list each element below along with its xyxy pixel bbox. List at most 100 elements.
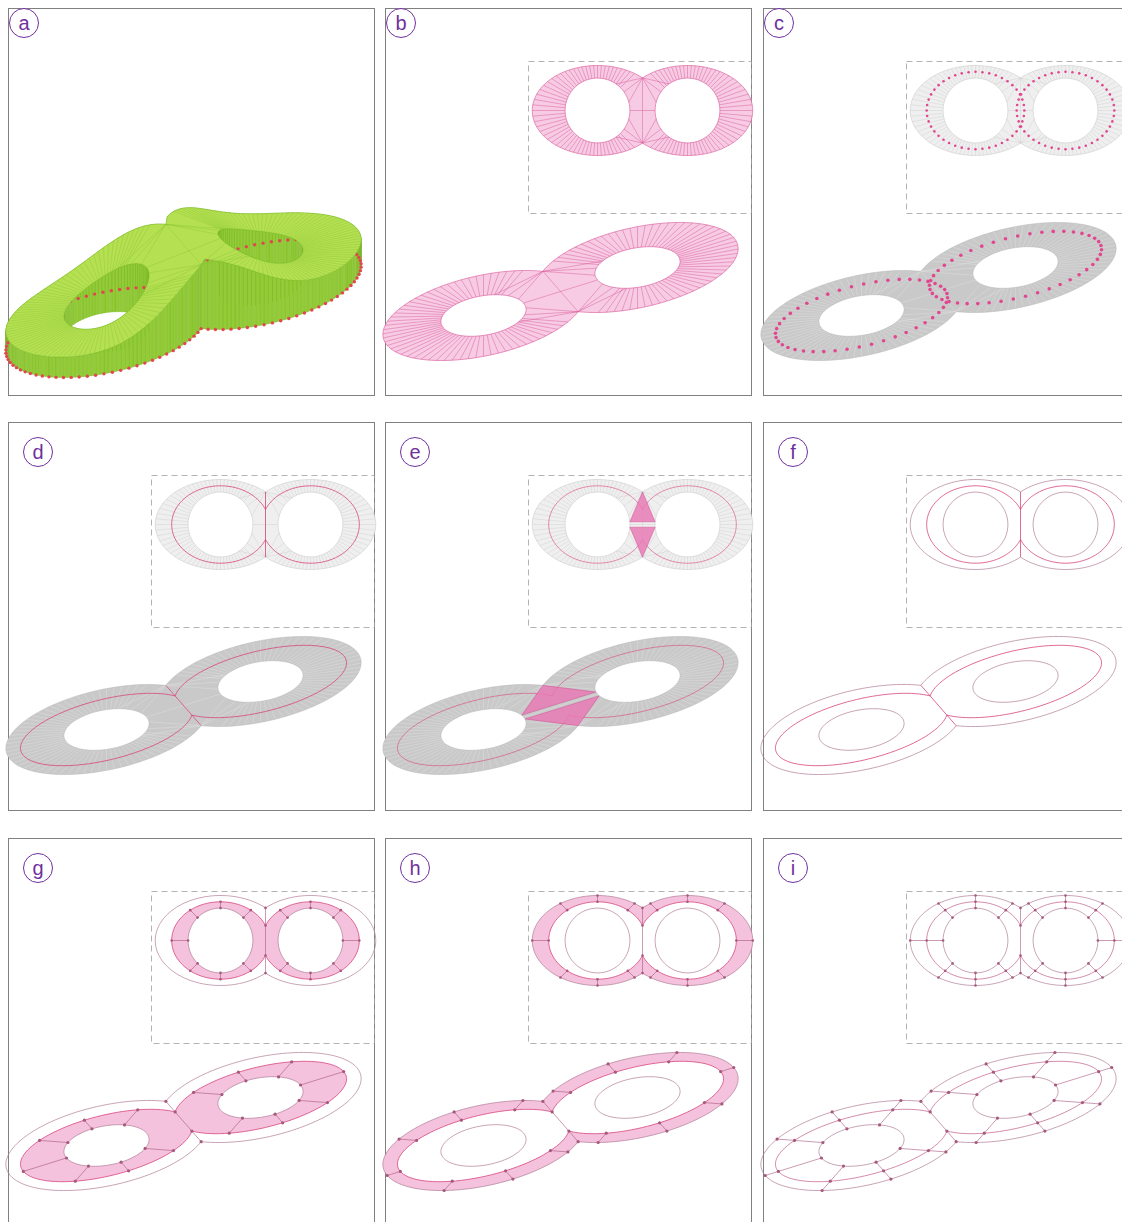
medial-point <box>965 302 969 306</box>
mesh-line-group <box>761 222 1116 360</box>
surface-wall <box>33 354 36 375</box>
mesh-line <box>581 658 610 670</box>
medial-point <box>931 292 935 296</box>
surface-grid-line <box>293 218 337 239</box>
mesh-line <box>959 244 988 256</box>
inset-frame <box>907 476 1122 628</box>
mesh-line <box>1086 135 1098 149</box>
mesh-line <box>1050 229 1098 251</box>
medial-point <box>936 269 940 273</box>
mesh-line <box>1056 269 1105 270</box>
support-point <box>214 328 217 331</box>
mesh-line <box>708 549 720 563</box>
mesh-line <box>175 492 194 505</box>
mesh-line <box>684 143 685 156</box>
mesh-line <box>483 275 484 296</box>
mesh-line <box>869 272 877 295</box>
mesh-line <box>407 747 451 770</box>
mesh-line <box>951 69 959 83</box>
surface-grid-line <box>23 304 68 306</box>
mesh-line <box>302 659 360 672</box>
mesh-line <box>427 706 456 718</box>
mesh-line <box>565 486 577 500</box>
mesh-line <box>956 284 980 312</box>
support-point <box>359 269 362 272</box>
medial-point <box>927 120 930 123</box>
surface-wall <box>285 279 289 319</box>
surface-wall <box>272 233 275 264</box>
mesh-line <box>769 329 823 348</box>
surface-wall <box>83 288 86 319</box>
mesh-line <box>896 312 956 322</box>
mesh-line <box>978 143 979 156</box>
mesh-line <box>663 69 671 83</box>
surface-grid-line <box>266 213 272 232</box>
surface-grid-line <box>276 263 292 280</box>
mesh-line <box>630 288 634 310</box>
support-point <box>19 368 22 371</box>
surface-wall <box>235 265 239 329</box>
mesh-line <box>943 72 955 86</box>
support-point <box>278 239 281 242</box>
medial-point <box>796 306 800 310</box>
medial-point <box>930 93 933 96</box>
mesh-line <box>468 750 476 773</box>
mesh-line <box>491 748 499 767</box>
surface-grid-line <box>99 251 103 276</box>
surface-grid-line <box>25 327 72 352</box>
support-point <box>135 364 138 367</box>
mesh-line <box>201 698 225 726</box>
mesh-line <box>680 142 682 155</box>
grid-point <box>309 901 312 904</box>
surface-grid-line <box>75 269 91 285</box>
panel <box>761 423 1122 811</box>
surface-grid-line <box>243 214 252 231</box>
surface-wall <box>208 259 212 329</box>
medial-point <box>926 115 929 118</box>
outline <box>6 636 361 774</box>
inset-frame <box>152 892 375 1044</box>
surface-wall <box>102 275 105 313</box>
mesh-line <box>956 288 1004 311</box>
mesh-line <box>483 335 484 356</box>
support-point <box>5 355 8 358</box>
medial-point <box>946 296 950 300</box>
surface-wall <box>266 232 269 264</box>
medial-point <box>933 282 937 286</box>
grid-point <box>250 970 253 973</box>
mesh-line <box>717 538 742 550</box>
medial-point <box>945 292 949 296</box>
mesh-line <box>337 492 356 505</box>
mesh-line <box>968 142 970 155</box>
medial-point <box>1016 234 1020 238</box>
medial-point <box>914 326 918 330</box>
mesh-line <box>404 305 447 310</box>
surface-wall <box>92 282 95 316</box>
mesh-line <box>118 685 166 708</box>
mesh-line <box>818 287 840 302</box>
mesh-line <box>524 280 598 303</box>
medial-point <box>1050 146 1053 149</box>
mesh-line <box>987 141 992 154</box>
surface-grid-line <box>303 238 361 247</box>
medial-point <box>1028 232 1032 236</box>
outline <box>155 480 376 570</box>
mesh-line <box>956 287 991 311</box>
mesh-line <box>616 137 642 143</box>
support-point <box>165 352 168 355</box>
mesh-line <box>1033 283 1051 299</box>
mesh-line <box>676 142 679 155</box>
support-point <box>86 375 89 378</box>
support-point <box>303 311 306 314</box>
medial-point <box>1084 74 1087 77</box>
mesh-line <box>1021 78 1035 102</box>
surface-wall <box>201 259 204 329</box>
medial-point <box>1109 93 1112 96</box>
mesh-line <box>421 295 453 306</box>
surface-grid-line <box>297 222 348 241</box>
surface-grid-line <box>107 244 108 274</box>
surface-grid-line <box>273 213 288 233</box>
surface-grid-line <box>147 238 221 267</box>
mesh-line <box>643 137 669 143</box>
mesh-line <box>245 702 253 725</box>
